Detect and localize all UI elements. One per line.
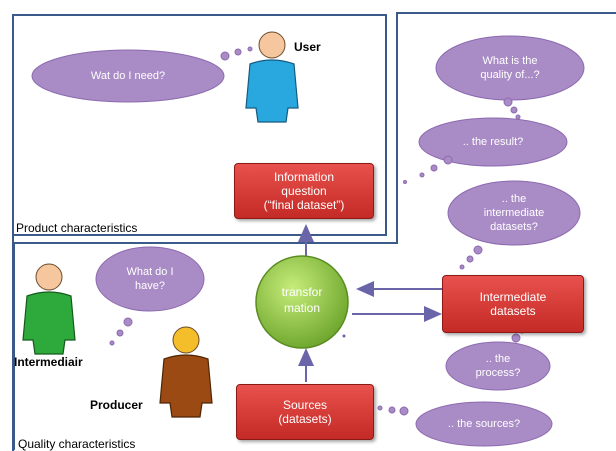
- producer-figure-icon: [159, 326, 213, 418]
- sources-line-2: (datasets): [278, 412, 332, 426]
- cloud-sources-text: .. the sources?: [416, 402, 552, 446]
- product-panel: [12, 14, 387, 236]
- information-question-box: Information question (“final dataset”): [234, 163, 374, 219]
- product-characteristics-label: Product characteristics: [16, 221, 138, 235]
- sources-box: Sources (datasets): [236, 384, 374, 440]
- intermediair-label: Intermediair: [14, 355, 83, 369]
- intermediate-datasets-box: Intermediate datasets: [442, 275, 584, 333]
- cloud-quality-of-line-2: quality of...?: [480, 69, 540, 81]
- cloud-what-have-line-1: What do I: [126, 266, 174, 278]
- cloud-sources-line-1: .. the sources?: [447, 418, 521, 430]
- user-figure-icon: [245, 31, 299, 123]
- cloud-what-have-text: What do I have?: [96, 247, 204, 311]
- quality-characteristics-label: Quality characteristics: [18, 437, 136, 451]
- cloud-intermediate: [447, 180, 581, 270]
- cloud-process-text: .. the process?: [446, 342, 550, 390]
- information-question-line-2: question: [281, 184, 327, 198]
- cloud-process: [445, 326, 551, 391]
- producer-label: Producer: [90, 398, 143, 412]
- intermediair-figure-icon: [22, 263, 76, 355]
- cloud-user-need-line-1: Wat do I need?: [90, 70, 166, 82]
- intermediate-line-1: Intermediate: [479, 290, 547, 304]
- transformation-line-1: transfor: [281, 285, 323, 299]
- cloud-sources: [377, 401, 553, 447]
- transformation-line-2: mation: [283, 301, 321, 315]
- cloud-intermediate-text: .. the intermediate datasets?: [448, 181, 580, 245]
- quality-panel-outline: [13, 12, 616, 450]
- sources-line-1: Sources: [282, 398, 327, 412]
- cloud-quality-of-text: What is the quality of...?: [436, 36, 584, 100]
- cloud-intermediate-line-3: datasets?: [490, 221, 538, 233]
- information-question-line-1: Information: [273, 170, 334, 184]
- cloud-quality-of: [435, 35, 585, 120]
- cloud-intermediate-line-2: intermediate: [483, 207, 545, 219]
- cloud-result-line-1: .. the result?: [462, 136, 524, 148]
- cloud-what-have-line-2: have?: [135, 280, 165, 292]
- cloud-user-need-text: Wat do I need?: [32, 50, 224, 102]
- cloud-quality-of-line-1: What is the: [482, 55, 538, 67]
- cloud-result-text: .. the result?: [419, 118, 567, 166]
- cloud-what-have: [95, 246, 205, 346]
- user-label: User: [294, 40, 321, 54]
- information-question-line-3: (“final dataset”): [263, 198, 345, 212]
- intermediate-line-2: datasets: [490, 304, 536, 318]
- cloud-result: [403, 117, 568, 184]
- cloud-intermediate-line-1: .. the: [501, 193, 527, 205]
- transformation-label: transfor mation: [262, 284, 342, 316]
- transformation-node: [255, 255, 349, 349]
- cloud-process-line-1: .. the: [485, 353, 511, 365]
- cloud-user-need: [31, 46, 253, 103]
- cloud-process-line-2: process?: [475, 367, 521, 379]
